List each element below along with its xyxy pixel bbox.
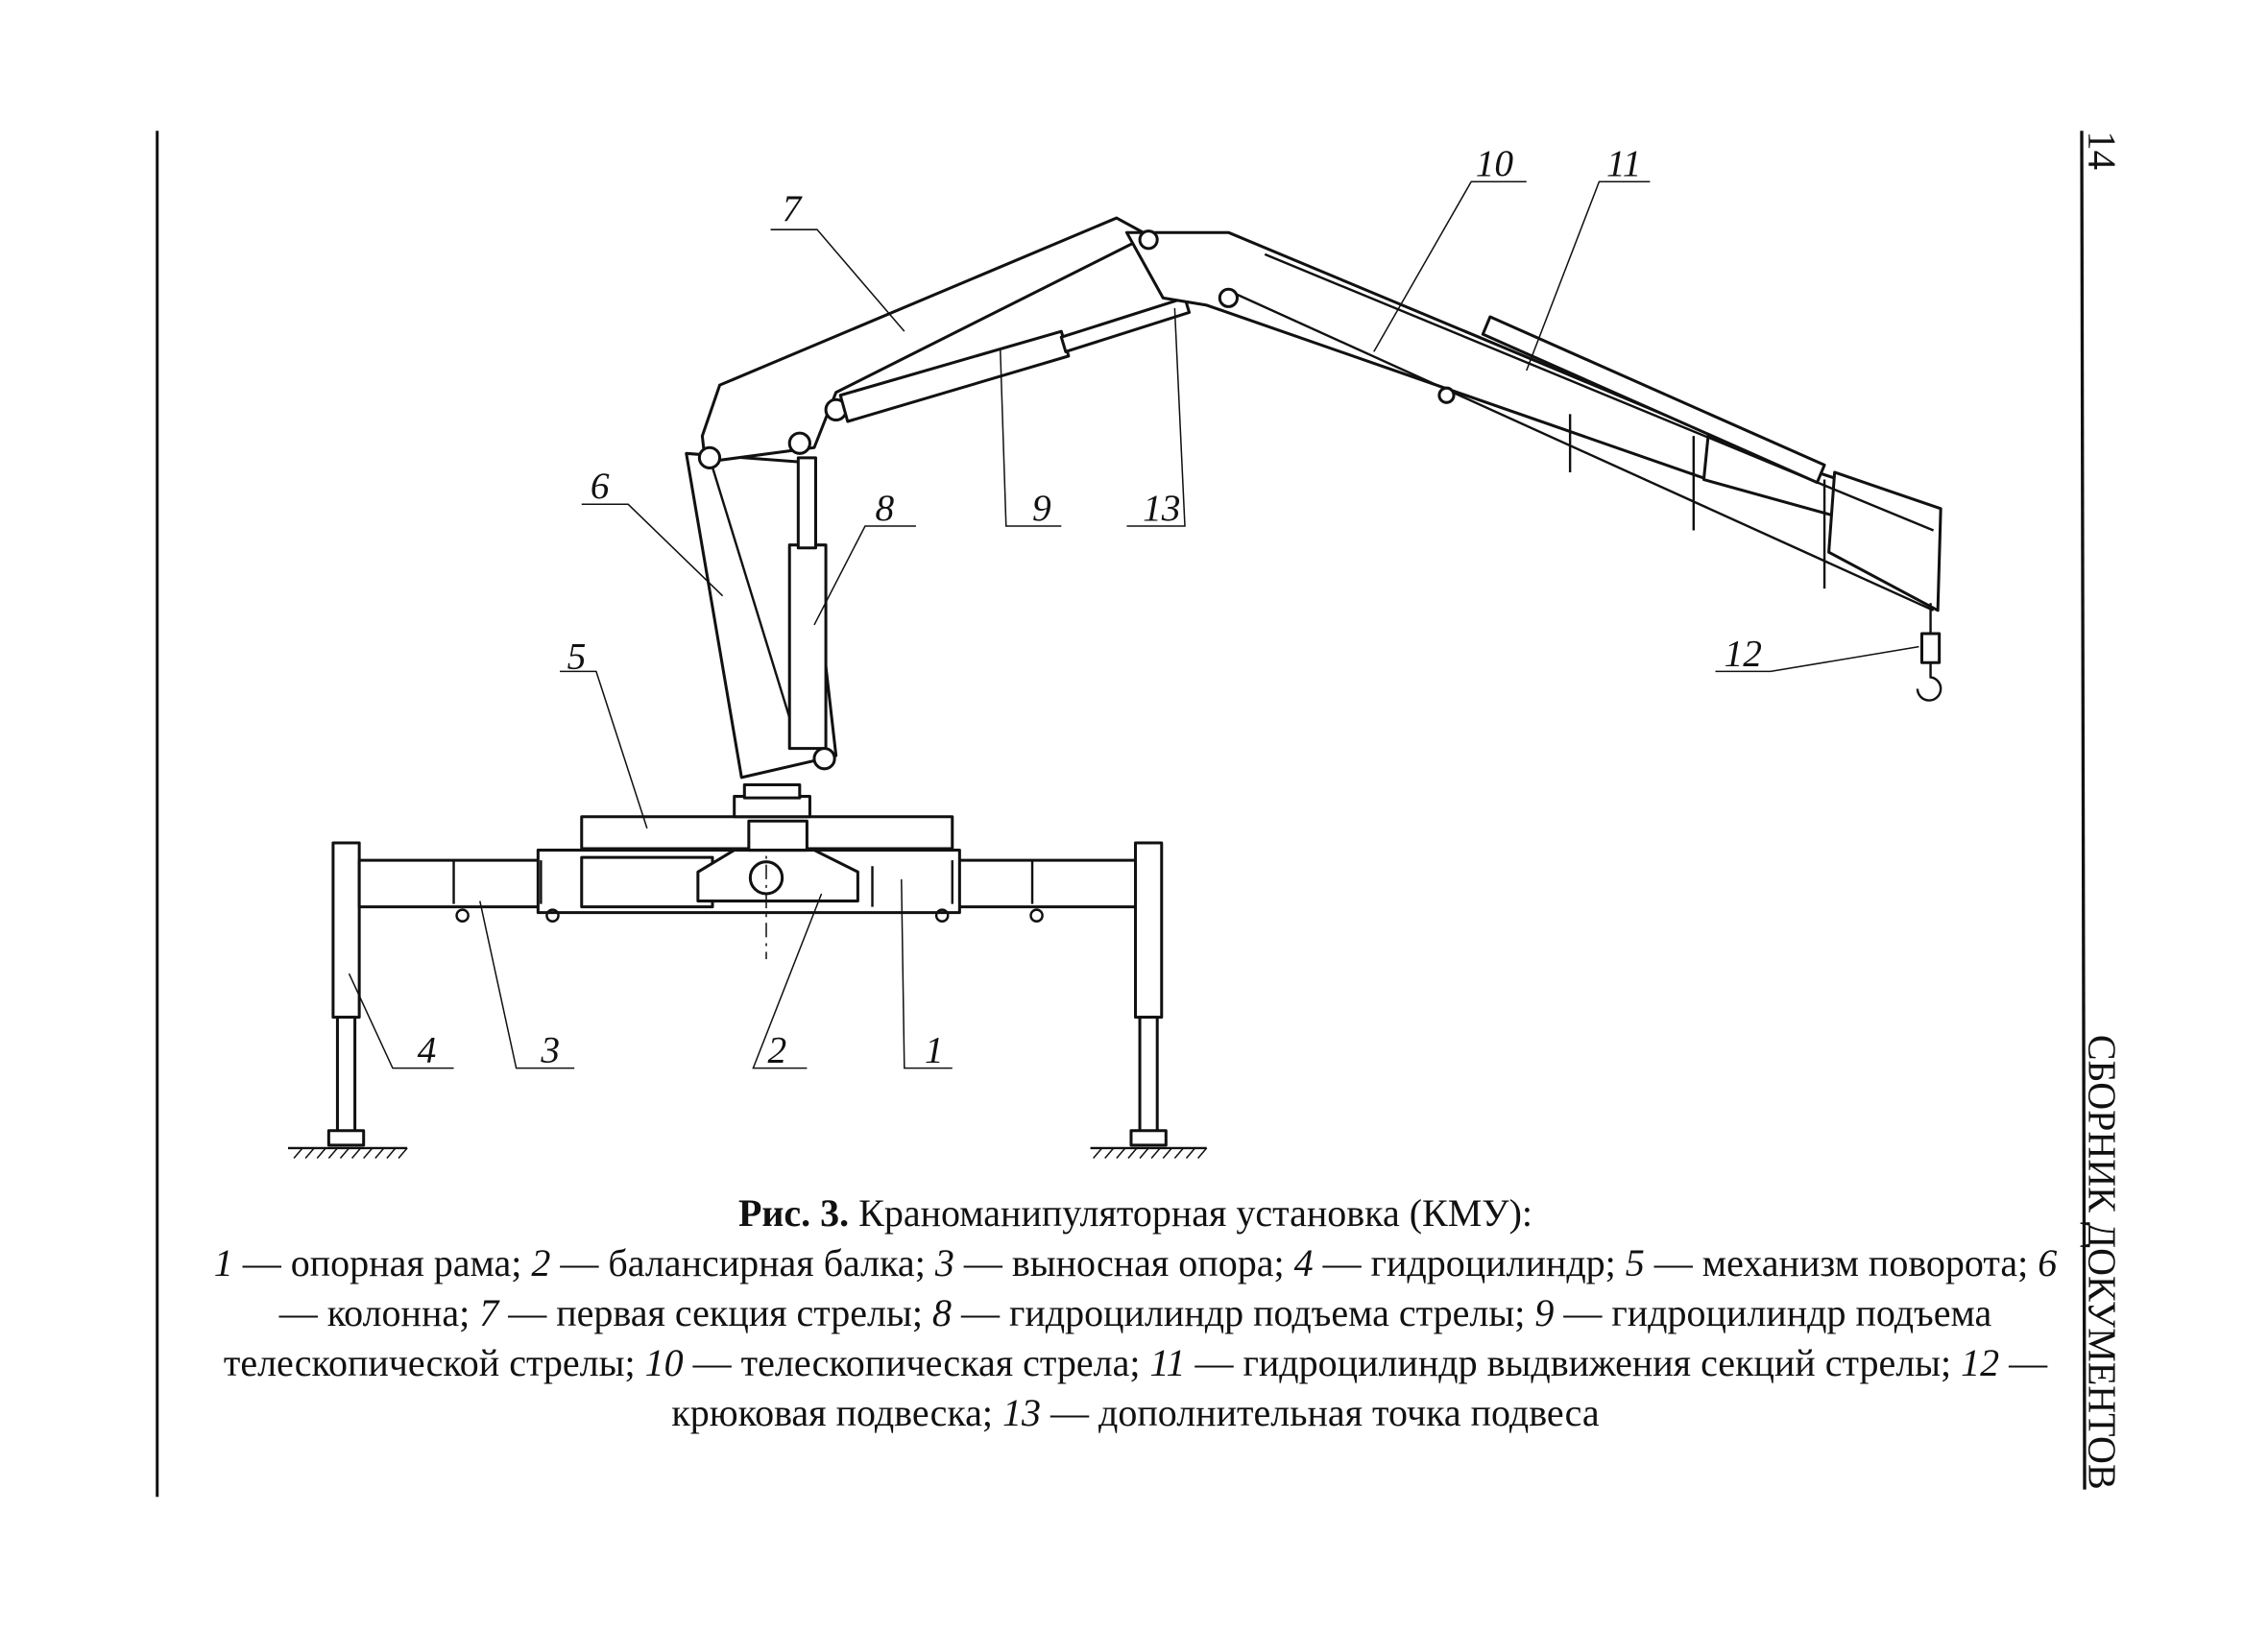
caption-title: Рис. 3. Краноманипуляторная установка (К… [206, 1188, 2064, 1238]
first-boom-section [700, 216, 1150, 464]
caption-item: 13 — дополнительная точка подвеса [1002, 1391, 1600, 1434]
telescopic-lift-cylinder [838, 296, 1192, 423]
caption-item: 5 — механизм поворота; [1625, 1241, 2029, 1284]
ground-left [287, 1146, 408, 1159]
right-margin-rule [2080, 131, 2087, 1490]
figure-caption: Рис. 3. Краноманипуляторная установка (К… [206, 1188, 2064, 1438]
page-number: 14 [2081, 131, 2124, 170]
label-8: 8 [876, 487, 895, 529]
outrigger-leg-left [326, 841, 366, 1147]
caption-item: 12 — крюковая подвеска; [671, 1341, 2048, 1434]
caption-item: 7 — первая секция стрелы; [479, 1291, 923, 1334]
caption-item: 2 — балансирная балка; [531, 1241, 926, 1284]
caption-item: 3 — выносная опора; [934, 1241, 1285, 1284]
caption-item: 4 — гидроцилиндр; [1293, 1241, 1616, 1284]
telescopic-boom [1124, 229, 1942, 612]
figure-ref: Рис. 3. [737, 1191, 850, 1235]
label-3: 3 [540, 1029, 560, 1071]
caption-item: 8 — гидроцилиндр подъема стрелы; [931, 1291, 1526, 1334]
label-12: 12 [1725, 632, 1762, 674]
running-title: СБОРНИК ДОКУМЕНТОВ [2081, 1035, 2124, 1490]
label-13: 13 [1143, 487, 1180, 529]
label-9: 9 [1032, 487, 1051, 529]
hook-block [1916, 603, 1942, 702]
leader-lines [348, 180, 1919, 1069]
label-5: 5 [567, 635, 587, 677]
caption-title-text: Краноманипуляторная установка (КМУ): [858, 1191, 1533, 1235]
outrigger-leg-right [1129, 841, 1168, 1147]
caption-item: 9 — гидроцилиндр подъема телескопической… [223, 1291, 1992, 1384]
caption-item: 11 — гидроцилиндр выдвижения секций стре… [1149, 1341, 1952, 1384]
caption-item: 1 — опорная рама; [213, 1241, 522, 1284]
label-1: 1 [925, 1029, 944, 1071]
caption-item: 10 — телескопическая стрела; [644, 1341, 1141, 1384]
caption-item: 6 — колонна; [278, 1241, 2058, 1334]
label-6: 6 [591, 465, 610, 507]
extension-cylinder [1481, 315, 1826, 485]
label-7: 7 [783, 187, 804, 229]
boom-lift-cylinder [787, 456, 828, 751]
ground-right [1090, 1146, 1208, 1159]
label-10: 10 [1476, 142, 1514, 184]
label-4: 4 [418, 1029, 437, 1071]
label-2: 2 [768, 1029, 787, 1071]
label-11: 11 [1606, 142, 1641, 184]
crane-drawing: 7 6 8 9 13 10 11 12 5 4 3 2 1 [287, 142, 1942, 1159]
